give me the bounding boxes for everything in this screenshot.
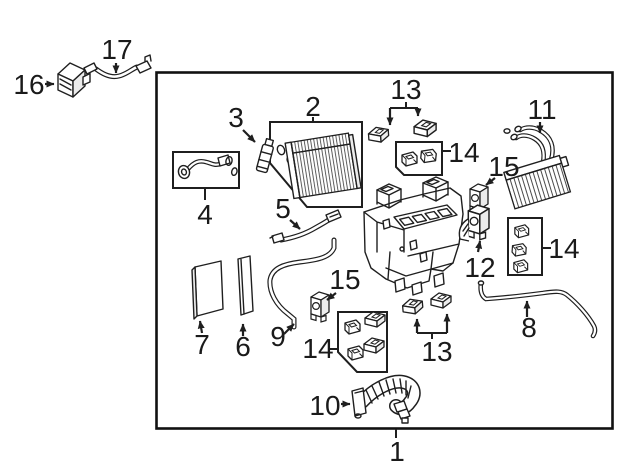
part-14-clip-box-top[interactable] [395, 141, 443, 176]
part-7-air-filter[interactable] [191, 260, 224, 320]
callout-12-label[interactable]: 12 [464, 252, 495, 283]
callout-14-bottom-label[interactable]: 14 [302, 333, 333, 364]
part-8-heater-pipe[interactable] [477, 280, 598, 339]
callout-3[interactable]: 3 [228, 102, 256, 143]
callout-8[interactable]: 8 [521, 300, 537, 343]
part-3-thermistor[interactable] [255, 137, 275, 174]
callout-13-top-bracket [390, 102, 418, 109]
part-9-drain-hose[interactable] [267, 237, 337, 330]
callout-8-label[interactable]: 8 [521, 312, 537, 343]
callout-9-label[interactable]: 9 [270, 321, 286, 352]
callout-15-left[interactable]: 15 [326, 264, 361, 301]
callout-12[interactable]: 12 [464, 240, 496, 283]
callout-7-arrow [197, 320, 205, 334]
callout-3-arrow [242, 129, 256, 143]
part-2-evaporator-core[interactable] [269, 121, 363, 208]
callout-6[interactable]: 6 [235, 323, 251, 362]
callout-12-arrow [475, 240, 483, 253]
part-15-servo-left[interactable] [310, 291, 330, 323]
part-12-servo[interactable] [458, 204, 490, 242]
callout-5-label[interactable]: 5 [275, 193, 291, 224]
part-6-filter-element[interactable] [237, 255, 254, 316]
callout-1-label[interactable]: 1 [389, 436, 405, 467]
callout-16-label[interactable]: 16 [13, 69, 44, 100]
callout-16[interactable]: 16 [13, 69, 55, 100]
callout-3-label[interactable]: 3 [228, 102, 244, 133]
callout-17-label[interactable]: 17 [101, 34, 132, 65]
part-17-wire-harness[interactable] [83, 54, 152, 80]
callout-1[interactable]: 1 [389, 429, 405, 467]
callout-13-top-label[interactable]: 13 [390, 74, 421, 105]
callout-9[interactable]: 9 [270, 321, 295, 352]
callout-5-arrow [289, 219, 301, 230]
callout-15-left-arrow [326, 292, 337, 301]
callout-9-arrow [283, 323, 295, 335]
callout-14-right-label[interactable]: 14 [548, 233, 579, 264]
part-13-clips-top[interactable] [367, 119, 437, 144]
part-13-clips-bottom[interactable] [401, 292, 452, 316]
callout-4-label[interactable]: 4 [197, 199, 213, 230]
callout-14-top[interactable]: 14 [443, 137, 480, 168]
callout-14-bottom[interactable]: 14 [302, 333, 338, 364]
callout-10-label[interactable]: 10 [309, 390, 340, 421]
callout-15-right-label[interactable]: 15 [488, 151, 519, 182]
callout-17[interactable]: 17 [101, 34, 133, 74]
callout-15-left-label[interactable]: 15 [329, 264, 360, 295]
callout-5[interactable]: 5 [275, 193, 301, 230]
callout-15-right[interactable]: 15 [485, 151, 520, 186]
part-14-clip-box-bottom[interactable] [337, 311, 388, 373]
part-11-heater-core[interactable] [503, 125, 576, 210]
callout-4[interactable]: 4 [197, 189, 213, 230]
callout-13-bottom[interactable]: 13 [413, 313, 453, 367]
part-14-clip-box-right[interactable] [507, 217, 543, 276]
part-16-amplifier-module[interactable] [57, 62, 91, 98]
part-4-water-pipe[interactable] [172, 151, 240, 189]
hvac-unit-case[interactable] [363, 176, 464, 296]
part-5-thermistor-wire[interactable] [269, 209, 342, 244]
callout-11-label[interactable]: 11 [527, 94, 556, 125]
callout-7[interactable]: 7 [194, 320, 210, 360]
callout-13-top[interactable]: 13 [386, 74, 422, 126]
part-10-air-duct[interactable] [351, 374, 421, 424]
callout-10[interactable]: 10 [309, 390, 351, 421]
callout-13-bottom-label[interactable]: 13 [421, 336, 452, 367]
callout-15-right-arrow [485, 177, 496, 186]
callout-2-label[interactable]: 2 [305, 91, 321, 122]
callout-11[interactable]: 11 [527, 94, 557, 134]
diagram-border [155, 71, 614, 430]
evaporator-fins [284, 132, 362, 200]
callout-7-label[interactable]: 7 [194, 329, 210, 360]
heater-core-fins [503, 154, 572, 210]
callout-6-label[interactable]: 6 [235, 331, 251, 362]
callout-13-bottom-bracket [417, 332, 447, 339]
callout-2[interactable]: 2 [305, 91, 321, 122]
callout-14-right[interactable]: 14 [543, 233, 580, 264]
callout-14-top-label[interactable]: 14 [448, 137, 479, 168]
